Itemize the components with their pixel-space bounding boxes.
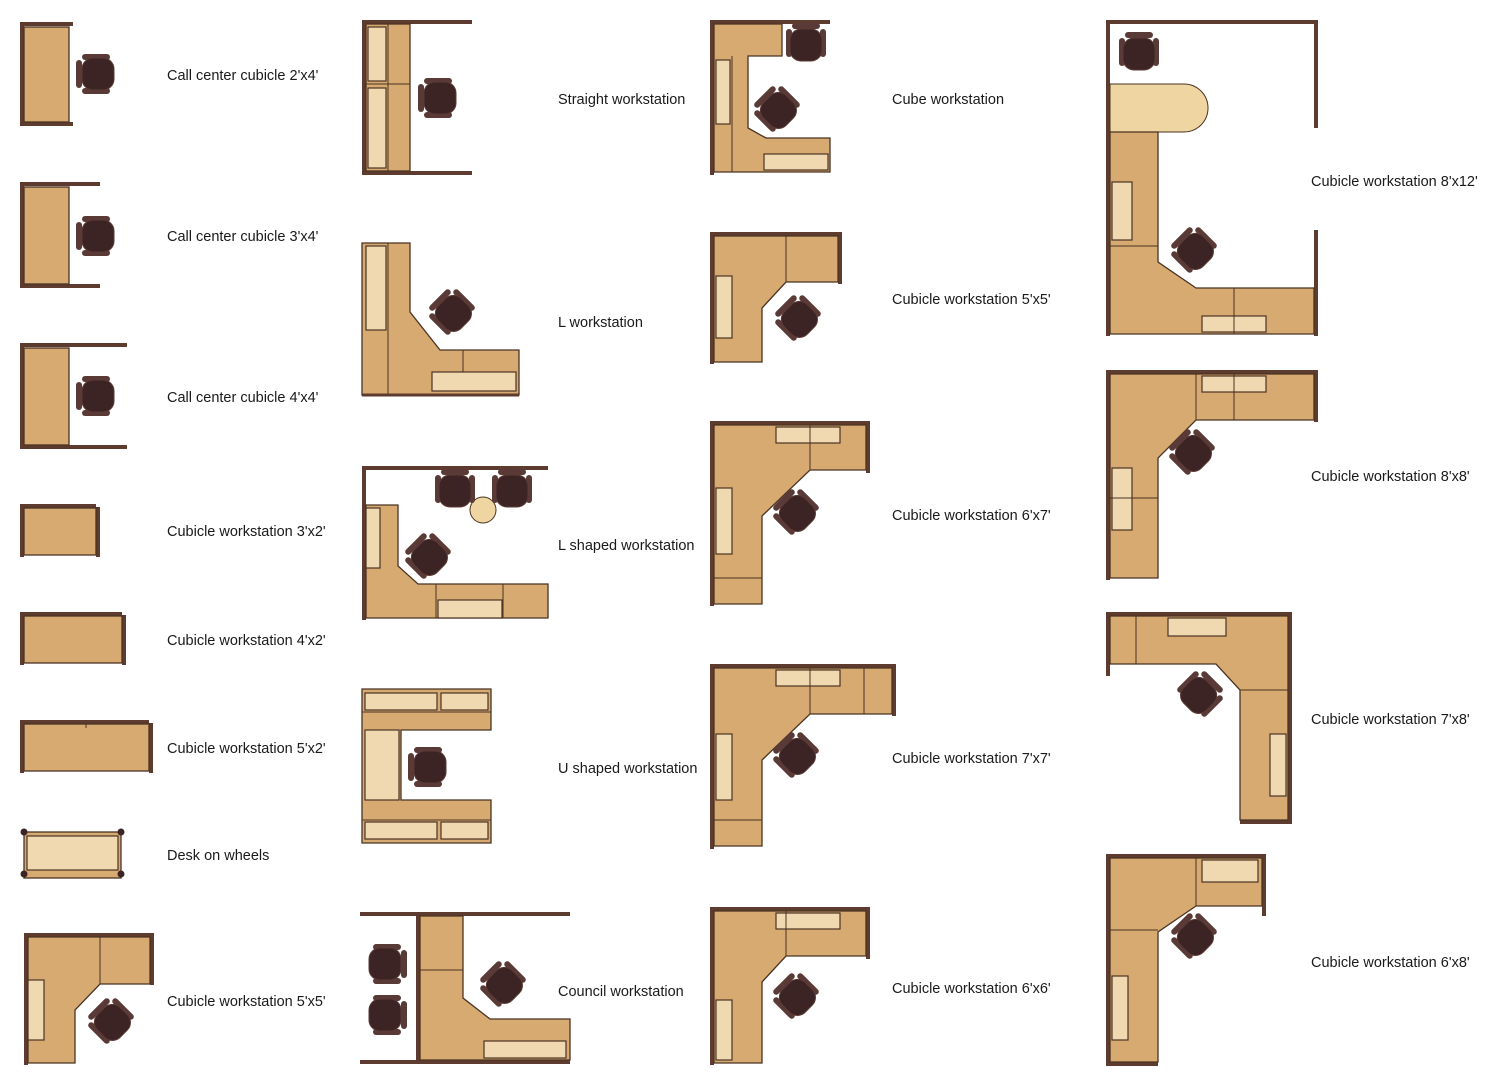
label-call-center-cubicle-2x4: Call center cubicle 2'x4' xyxy=(167,68,319,84)
label-cubicle-workstation-5x5-b: Cubicle workstation 5'x5' xyxy=(892,292,1051,308)
chair-icon xyxy=(767,967,824,1024)
chair-icon xyxy=(75,53,115,95)
council-workstation-symbol[interactable] xyxy=(360,912,571,1064)
chair-icon xyxy=(423,283,480,340)
cubicle-workstation-3x2-symbol[interactable] xyxy=(20,504,100,557)
label-cubicle-workstation-6x8: Cubicle workstation 6'x8' xyxy=(1311,955,1470,971)
cubicle-workstation-8x8-symbol[interactable] xyxy=(1106,370,1318,580)
chair-icon xyxy=(417,77,457,119)
chair-icon xyxy=(368,943,408,985)
cubicle-workstation-5x5-a-symbol[interactable] xyxy=(24,933,154,1065)
l-workstation-symbol[interactable] xyxy=(361,242,520,397)
call-center-cubicle-4x4-symbol[interactable] xyxy=(20,343,127,449)
label-cubicle-workstation-3x2: Cubicle workstation 3'x2' xyxy=(167,524,326,540)
label-cube-workstation: Cube workstation xyxy=(892,92,1005,108)
cubicle-workstation-5x2-symbol[interactable] xyxy=(20,720,153,773)
chair-icon xyxy=(368,994,408,1036)
label-cubicle-workstation-8x8: Cubicle workstation 8'x8' xyxy=(1311,469,1470,485)
chair-icon xyxy=(434,468,476,508)
chair-icon xyxy=(75,215,115,257)
label-cubicle-workstation-7x8: Cubicle workstation 7'x8' xyxy=(1311,712,1470,728)
chair-icon xyxy=(1118,31,1160,71)
label-cubicle-workstation-5x5-a: Cubicle workstation 5'x5' xyxy=(167,994,326,1010)
cube-workstation-symbol[interactable] xyxy=(710,20,831,175)
label-call-center-cubicle-3x4: Call center cubicle 3'x4' xyxy=(167,229,319,245)
chair-icon xyxy=(748,80,805,137)
chair-icon xyxy=(785,22,827,62)
cubicle-workstation-4x2-symbol[interactable] xyxy=(20,612,126,665)
chair-icon xyxy=(407,746,447,788)
cubicle-workstation-7x7-symbol[interactable] xyxy=(710,664,896,849)
label-cubicle-workstation-4x2: Cubicle workstation 4'x2' xyxy=(167,633,326,649)
cubicle-workstation-6x6-symbol[interactable] xyxy=(710,907,870,1065)
cubicle-workstation-6x8-symbol[interactable] xyxy=(1106,854,1266,1066)
label-council-workstation: Council workstation xyxy=(558,984,684,1000)
chair-icon xyxy=(491,468,533,508)
label-call-center-cubicle-4x4: Call center cubicle 4'x4' xyxy=(167,390,319,406)
straight-workstation-symbol[interactable] xyxy=(362,20,472,175)
label-u-shaped-workstation: U shaped workstation xyxy=(558,761,698,777)
cubicle-workstation-6x7-symbol[interactable] xyxy=(710,421,870,606)
label-cubicle-workstation-7x7: Cubicle workstation 7'x7' xyxy=(892,751,1051,767)
desk-on-wheels-symbol[interactable] xyxy=(20,828,125,879)
chair-icon xyxy=(769,289,826,346)
chair-icon xyxy=(1165,221,1222,278)
cubicle-workstation-8x12-symbol[interactable] xyxy=(1106,20,1318,336)
label-cubicle-workstation-6x7: Cubicle workstation 6'x7' xyxy=(892,508,1051,524)
chair-icon xyxy=(82,992,139,1049)
call-center-cubicle-2x4-symbol[interactable] xyxy=(20,22,115,126)
label-l-shaped-workstation: L shaped workstation xyxy=(558,538,695,554)
cubicle-workstation-5x5-b-symbol[interactable] xyxy=(710,232,842,364)
label-l-workstation: L workstation xyxy=(558,315,643,331)
chair-icon xyxy=(75,375,115,417)
label-desk-on-wheels: Desk on wheels xyxy=(167,848,270,864)
label-straight-workstation: Straight workstation xyxy=(558,92,686,108)
cubicle-workstation-7x8-symbol[interactable] xyxy=(1106,612,1292,824)
chair-icon xyxy=(474,955,531,1012)
chair-icon xyxy=(1172,665,1229,722)
label-cubicle-workstation-6x6: Cubicle workstation 6'x6' xyxy=(892,981,1051,997)
u-shaped-workstation-symbol[interactable] xyxy=(361,688,492,844)
label-cubicle-workstation-8x12: Cubicle workstation 8'x12' xyxy=(1311,174,1478,190)
l-shaped-workstation-symbol[interactable] xyxy=(362,466,549,620)
label-cubicle-workstation-5x2: Cubicle workstation 5'x2' xyxy=(167,741,326,757)
call-center-cubicle-3x4-symbol[interactable] xyxy=(20,182,115,288)
